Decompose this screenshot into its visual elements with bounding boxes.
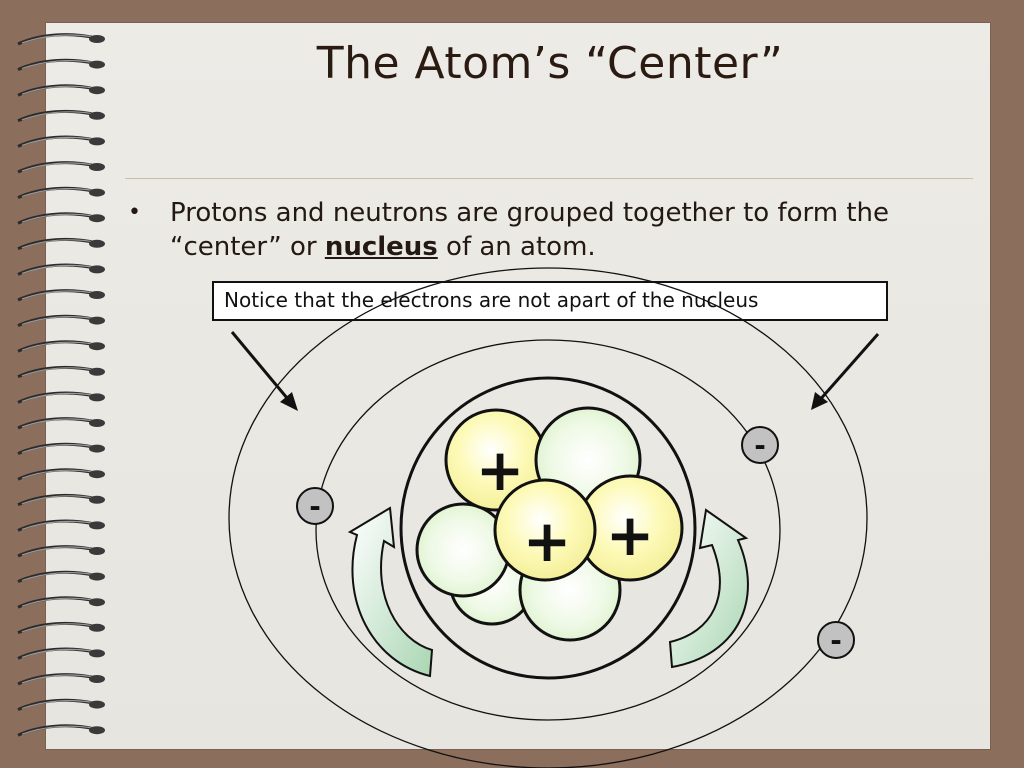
electron-label-lower-right: - [830, 624, 842, 657]
binding-ring [17, 391, 105, 404]
binding-ring [17, 84, 105, 97]
right-motion-arrow [668, 508, 749, 669]
binding-ring [17, 724, 105, 737]
spiral-binding [17, 33, 105, 737]
binding-ring [17, 519, 105, 532]
electron-label-upper-right: - [754, 429, 766, 462]
notice-callout: Notice that the electrons are not apart … [212, 281, 888, 321]
binding-ring [17, 442, 105, 455]
bullet-text: Protons and neutrons are grouped togethe… [170, 196, 950, 264]
binding-ring [17, 365, 105, 379]
binding-ring [17, 417, 105, 430]
electron-upper-right: - [741, 426, 779, 464]
keyword-nucleus: nucleus [324, 232, 438, 262]
slide-title: The Atom’s “Center” [316, 38, 784, 89]
outer-orbit [228, 267, 868, 768]
title-divider [125, 178, 973, 179]
electron-label-left: - [309, 490, 321, 523]
binding-ring [17, 698, 105, 711]
electron-lower-right: - [817, 621, 855, 659]
binding-ring [17, 673, 105, 686]
binding-ring [17, 186, 105, 199]
binding-ring [17, 161, 105, 174]
binding-ring [17, 570, 105, 583]
binding-ring [17, 493, 105, 507]
binding-ring [17, 468, 105, 481]
binding-ring [17, 58, 105, 71]
bullet-text-before: Protons and neutrons are grouped togethe… [170, 198, 890, 262]
bullet-text-after: of an atom. [437, 232, 596, 262]
binding-ring [17, 596, 105, 609]
binding-ring [17, 621, 105, 635]
right-pointer-arrow [811, 333, 880, 410]
binding-ring [17, 314, 105, 327]
left-pointer-arrow [230, 331, 298, 411]
binding-ring [17, 340, 105, 353]
proton-label-right: + [606, 501, 655, 569]
binding-ring [17, 135, 105, 148]
binding-ring [17, 263, 105, 276]
binding-ring [17, 289, 105, 302]
binding-ring [17, 545, 105, 558]
binding-ring [17, 647, 105, 660]
electron-left: - [296, 487, 334, 525]
proton-center [493, 478, 597, 582]
left-motion-arrow [347, 506, 434, 678]
nucleus-boundary [399, 376, 697, 680]
binding-ring [17, 237, 105, 251]
binding-ring [17, 33, 105, 46]
middle-orbit [315, 339, 781, 721]
binding-ring [17, 109, 105, 123]
proton-label-center: + [523, 507, 572, 575]
binding-ring [17, 212, 105, 225]
proton-label-top: + [476, 436, 525, 504]
bullet-marker: • [128, 200, 141, 225]
